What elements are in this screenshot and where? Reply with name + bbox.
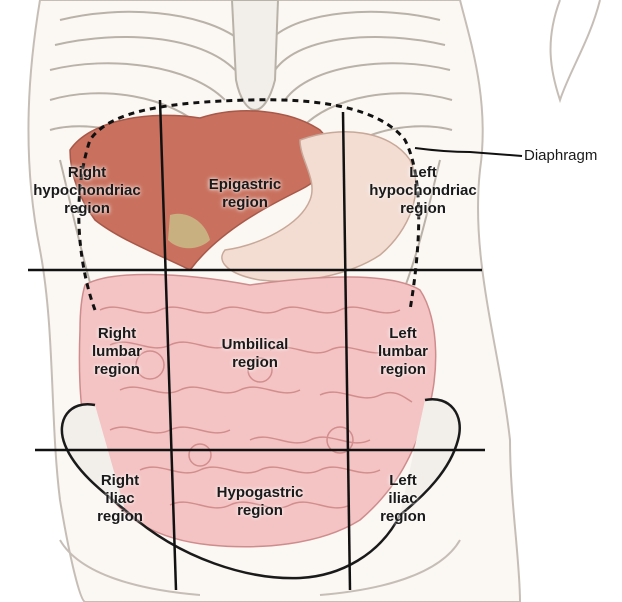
label-right-hypochondriac: Right hypochondriac region <box>12 164 162 218</box>
label-right-lumbar: Right lumbar region <box>72 325 162 379</box>
label-epigastric: Epigastric region <box>180 176 310 212</box>
label-left-hypochondriac: Left hypochondriac region <box>348 164 498 218</box>
label-left-iliac: Left iliac region <box>358 472 448 526</box>
arm-outline <box>551 0 600 100</box>
label-umbilical: Umbilical region <box>195 336 315 372</box>
diaphragm-callout: Diaphragm <box>524 147 597 164</box>
label-left-lumbar: Left lumbar region <box>358 325 448 379</box>
sternum <box>232 0 278 110</box>
label-hypogastric: Hypogastric region <box>190 484 330 520</box>
label-right-iliac: Right iliac region <box>75 472 165 526</box>
